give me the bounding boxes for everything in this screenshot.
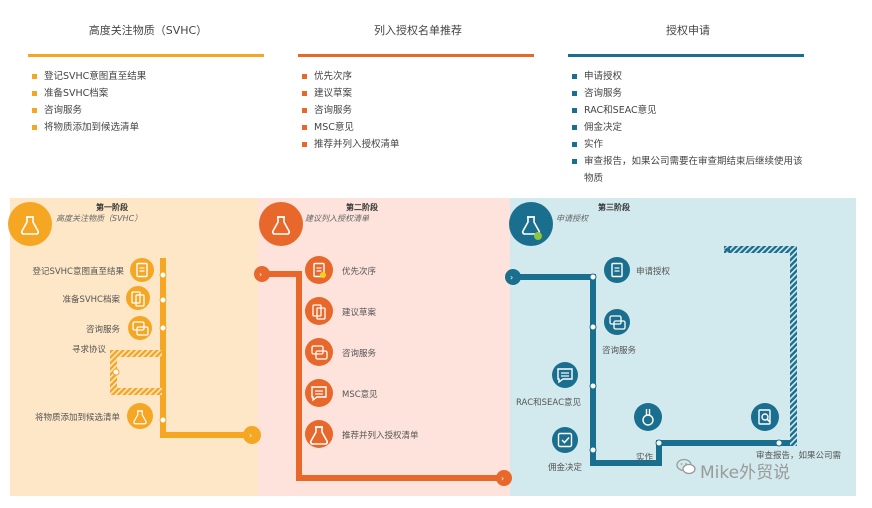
stage3-step: 申请授权 [604, 257, 671, 283]
flask-add-icon [127, 403, 153, 429]
stage3-step: RAC和SEAC意见 [516, 362, 582, 408]
document-edit-icon [604, 257, 630, 283]
step-label: 实作 [636, 452, 654, 463]
stage1-background [10, 198, 258, 496]
list-item-continued: 物质 [584, 173, 604, 184]
stage3-title: 第三阶段 [598, 202, 630, 212]
stage2-title: 第二阶段 [346, 202, 378, 212]
list-item: 将物质添加到候选清单 [32, 119, 146, 136]
stage3-step: 佣金决定 [548, 427, 583, 473]
stage2-step: 优先次序 [305, 256, 377, 284]
step-label: RAC和SEAC意见 [516, 397, 582, 408]
wechat-icon [676, 458, 696, 475]
flask-icon [259, 202, 303, 246]
step-label: 申请授权 [636, 266, 671, 277]
step-label: 审查报告，如果公司需 [756, 450, 841, 461]
column-rule [568, 54, 804, 57]
watermark-text: Mike外贸说 [700, 463, 791, 483]
list-item: 优先次序 [302, 68, 400, 85]
stage3-flow: › [505, 246, 797, 466]
column-title: 高度关注物质（SVHC） [88, 24, 208, 37]
stage1-step: 咨询服务 [86, 316, 152, 340]
list-item: 建议草案 [302, 85, 400, 102]
checkbox-icon [552, 427, 578, 453]
list-item: RAC和SEAC意见 [572, 102, 818, 119]
list-item: 申请授权 [572, 68, 818, 85]
column-title: 列入授权名单推荐 [374, 24, 462, 37]
comment-icon [305, 379, 333, 407]
column-title: 授权申请 [666, 24, 710, 37]
stage2-step: 推荐并列入授权清单 [305, 420, 419, 448]
stage1-subtitle: 高度关注物质（SVHC） [56, 214, 142, 223]
step-label: 将物质添加到候选清单 [35, 412, 121, 423]
step-label: 咨询服务 [602, 345, 637, 356]
list-item: 佣金决定 [572, 119, 818, 136]
chat-icon [305, 338, 333, 366]
step-label-agreement: 寻求协议 [72, 344, 107, 355]
flask-add-icon [305, 420, 333, 448]
stage1-step: 准备SVHC档案 [62, 286, 150, 310]
document-star-icon [305, 256, 333, 284]
stage2-step: 咨询服务 [305, 338, 377, 366]
svg-text:›: › [501, 474, 504, 483]
svg-text:›: › [249, 431, 252, 440]
stage1-step: 登记SVHC意图直至结果 [32, 258, 154, 282]
list-item: 登记SVHC意图直至结果 [32, 68, 146, 85]
stage3-subtitle: 申请授权 [556, 214, 589, 223]
stage3-step: 实作 [634, 403, 662, 463]
column-rule [298, 54, 534, 57]
step-label: 登记SVHC意图直至结果 [32, 266, 124, 277]
column-list: 优先次序 建议草案 咨询服务 MSC意见 推荐并列入授权清单 [302, 68, 400, 153]
stage1-title: 第一阶段 [96, 202, 128, 212]
search-document-icon [751, 403, 779, 431]
document-edit-icon [130, 258, 154, 282]
step-label: 咨询服务 [342, 348, 377, 359]
step-label: MSC意见 [342, 389, 378, 400]
comment-icon [552, 362, 578, 388]
chat-icon [604, 309, 630, 335]
list-item: 准备SVHC档案 [32, 85, 146, 102]
stage3-header: 第三阶段 申请授权 [509, 202, 630, 246]
stage3-step: 咨询服务 [602, 309, 637, 356]
svg-text:›: › [510, 273, 513, 282]
step-label: 准备SVHC档案 [62, 294, 120, 305]
stage1-flow: › [110, 258, 261, 444]
stage2-step: MSC意见 [305, 379, 378, 407]
stage2-flow: › › [254, 266, 512, 486]
flask-icon [509, 202, 553, 246]
list-item: MSC意见 [302, 119, 400, 136]
stage2-step: 建议草案 [305, 297, 377, 325]
column-rule [28, 54, 264, 57]
svg-text:›: › [259, 270, 262, 279]
column-list: 登记SVHC意图直至结果 准备SVHC档案 咨询服务 将物质添加到候选清单 [32, 68, 146, 136]
stage2-subtitle: 建议列入授权清单 [305, 214, 370, 223]
stage3-step: 审查报告，如果公司需 [751, 403, 841, 461]
column-list: 申请授权 咨询服务 RAC和SEAC意见 佣金决定 实作 审查报告，如果公司需要… [572, 68, 818, 187]
step-label: 佣金决定 [548, 462, 583, 473]
stage2-header: 第二阶段 建议列入授权清单 [259, 202, 378, 246]
documents-icon [305, 297, 333, 325]
flask-icon [8, 202, 52, 246]
stage1-header: 第一阶段 高度关注物质（SVHC） [8, 202, 142, 246]
step-label: 咨询服务 [86, 324, 121, 335]
step-label: 优先次序 [342, 266, 377, 277]
list-item: 审查报告，如果公司需要在审查期结束后继续使用该 [572, 153, 818, 170]
stage1-step: 将物质添加到候选清单 [35, 403, 153, 429]
list-item: 推荐并列入授权清单 [302, 136, 400, 153]
lab-flask-icon [634, 403, 662, 431]
list-item: 咨询服务 [32, 102, 146, 119]
list-item: 实作 [572, 136, 818, 153]
step-label: 推荐并列入授权清单 [342, 430, 419, 441]
list-item: 咨询服务 [572, 85, 818, 102]
list-item: 咨询服务 [302, 102, 400, 119]
step-label: 建议草案 [342, 307, 377, 318]
